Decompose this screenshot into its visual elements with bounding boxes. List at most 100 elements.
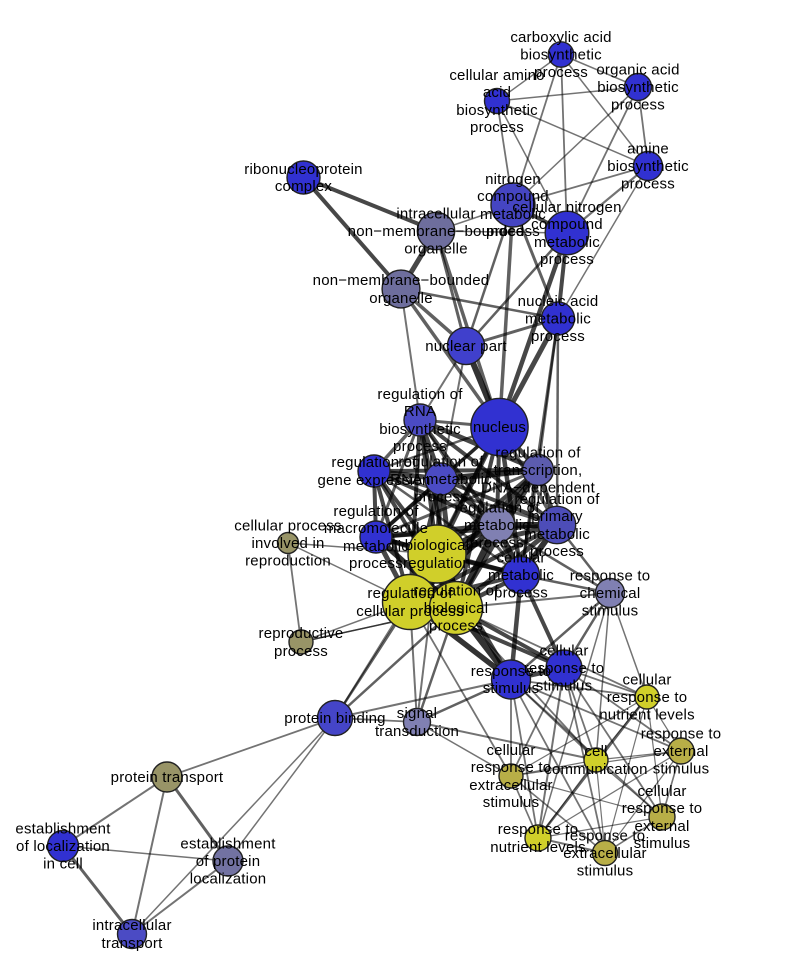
svg-text:extracellular: extracellular: [563, 845, 646, 862]
svg-text:process: process: [393, 438, 447, 455]
svg-text:response to: response to: [607, 689, 688, 706]
svg-text:complex: complex: [275, 178, 333, 195]
svg-text:response to: response to: [570, 568, 651, 585]
svg-text:response to: response to: [622, 800, 703, 817]
svg-text:cellular process: cellular process: [356, 603, 463, 620]
svg-text:macromolecule: macromolecule: [324, 520, 428, 537]
svg-text:cellular: cellular: [637, 783, 686, 800]
svg-text:process: process: [530, 543, 584, 560]
svg-text:stimulus: stimulus: [483, 794, 540, 811]
svg-text:metabolic: metabolic: [464, 517, 530, 534]
svg-text:process: process: [470, 119, 524, 136]
svg-text:regulation of: regulation of: [367, 585, 453, 602]
svg-text:stimulus: stimulus: [634, 835, 691, 852]
svg-text:process: process: [414, 489, 468, 506]
svg-text:process: process: [274, 643, 328, 660]
svg-text:biological: biological: [424, 600, 489, 617]
svg-text:cellular process: cellular process: [234, 518, 341, 535]
svg-text:biosynthetic: biosynthetic: [597, 79, 679, 96]
svg-text:process: process: [531, 328, 585, 345]
svg-text:transcription,: transcription,: [494, 462, 583, 479]
svg-text:process: process: [621, 176, 675, 193]
svg-text:regulation of: regulation of: [377, 386, 463, 403]
svg-text:regulation of: regulation of: [413, 583, 499, 600]
svg-text:response to: response to: [471, 663, 552, 680]
svg-text:cellular: cellular: [622, 672, 671, 689]
svg-text:signal: signal: [397, 705, 437, 722]
svg-text:compound: compound: [477, 188, 549, 205]
svg-text:stimulus: stimulus: [653, 761, 710, 778]
svg-text:in cell: in cell: [43, 856, 83, 873]
svg-text:process: process: [494, 585, 548, 602]
svg-text:intracellular: intracellular: [92, 917, 171, 934]
svg-text:of localization: of localization: [16, 838, 110, 855]
svg-text:protein binding: protein binding: [284, 710, 385, 727]
svg-text:regulation of: regulation of: [454, 500, 540, 517]
svg-text:extracellular: extracellular: [469, 777, 552, 794]
svg-text:metabolic: metabolic: [480, 206, 546, 223]
svg-text:RNA metabolic: RNA metabolic: [390, 471, 492, 488]
svg-text:cellular amino: cellular amino: [449, 67, 544, 84]
svg-text:cellular: cellular: [539, 643, 588, 660]
svg-text:carboxylic acid: carboxylic acid: [510, 29, 611, 46]
svg-text:RNA: RNA: [404, 403, 436, 420]
svg-text:stimulus: stimulus: [483, 680, 540, 697]
svg-text:establishment: establishment: [180, 836, 276, 853]
svg-text:cell: cell: [584, 743, 607, 760]
svg-text:transduction: transduction: [375, 723, 459, 740]
svg-text:localization: localization: [190, 871, 267, 888]
svg-text:ribonucleoprotein: ribonucleoprotein: [244, 161, 362, 178]
svg-text:regulation of: regulation of: [331, 454, 417, 471]
svg-text:nucleic acid: nucleic acid: [518, 293, 599, 310]
svg-text:metabolic: metabolic: [534, 234, 600, 251]
svg-text:process: process: [349, 555, 403, 572]
svg-text:nutrient levels: nutrient levels: [490, 839, 586, 856]
svg-text:regulation of: regulation of: [398, 454, 484, 471]
svg-text:gene expression: gene expression: [317, 472, 430, 489]
svg-text:of protein: of protein: [196, 853, 261, 870]
svg-text:biological: biological: [405, 537, 470, 554]
svg-text:biosynthetic: biosynthetic: [379, 421, 461, 438]
svg-text:reproduction: reproduction: [245, 553, 331, 570]
svg-text:non−membrane−bounded: non−membrane−bounded: [313, 272, 490, 289]
svg-text:intracellular: intracellular: [396, 206, 475, 223]
svg-text:non−membrane−bounded: non−membrane−bounded: [348, 223, 525, 240]
svg-text:cellular: cellular: [496, 550, 545, 567]
svg-text:stimulus: stimulus: [577, 863, 634, 880]
svg-text:process: process: [429, 618, 483, 635]
svg-text:response to: response to: [498, 821, 579, 838]
svg-text:regulation of: regulation of: [495, 445, 581, 462]
svg-text:response to: response to: [471, 759, 552, 776]
svg-text:stimulus: stimulus: [582, 603, 639, 620]
svg-text:process: process: [611, 97, 665, 114]
svg-text:biosynthetic: biosynthetic: [520, 47, 602, 64]
svg-text:regulation of: regulation of: [333, 503, 419, 520]
svg-text:metabolic: metabolic: [524, 526, 590, 543]
svg-text:metabolic: metabolic: [525, 311, 591, 328]
svg-text:acid: acid: [483, 84, 511, 101]
svg-text:response to: response to: [524, 660, 605, 677]
svg-text:nuclear part: nuclear part: [425, 338, 507, 355]
svg-text:metabolic: metabolic: [488, 567, 554, 584]
svg-text:organelle: organelle: [369, 290, 433, 307]
svg-text:biosynthetic: biosynthetic: [607, 158, 689, 175]
svg-text:organic acid: organic acid: [596, 62, 679, 79]
svg-text:response to: response to: [565, 828, 646, 845]
svg-text:process: process: [534, 64, 588, 81]
svg-text:communication: communication: [544, 761, 647, 778]
svg-text:primary: primary: [531, 508, 583, 525]
svg-text:response to: response to: [641, 726, 722, 743]
svg-text:nitrogen: nitrogen: [485, 171, 541, 188]
svg-text:organelle: organelle: [404, 241, 468, 258]
svg-text:compound: compound: [531, 216, 603, 233]
svg-text:regulation: regulation: [403, 555, 471, 572]
svg-text:transport: transport: [102, 935, 164, 952]
svg-text:cellular: cellular: [486, 742, 535, 759]
svg-text:process: process: [486, 223, 540, 240]
svg-text:external: external: [635, 818, 690, 835]
svg-text:DNA−dependent: DNA−dependent: [481, 480, 596, 497]
svg-text:metabolic: metabolic: [343, 538, 409, 555]
svg-text:involved in: involved in: [251, 535, 324, 552]
svg-text:chemical: chemical: [580, 585, 641, 602]
svg-text:reproductive: reproductive: [259, 625, 344, 642]
